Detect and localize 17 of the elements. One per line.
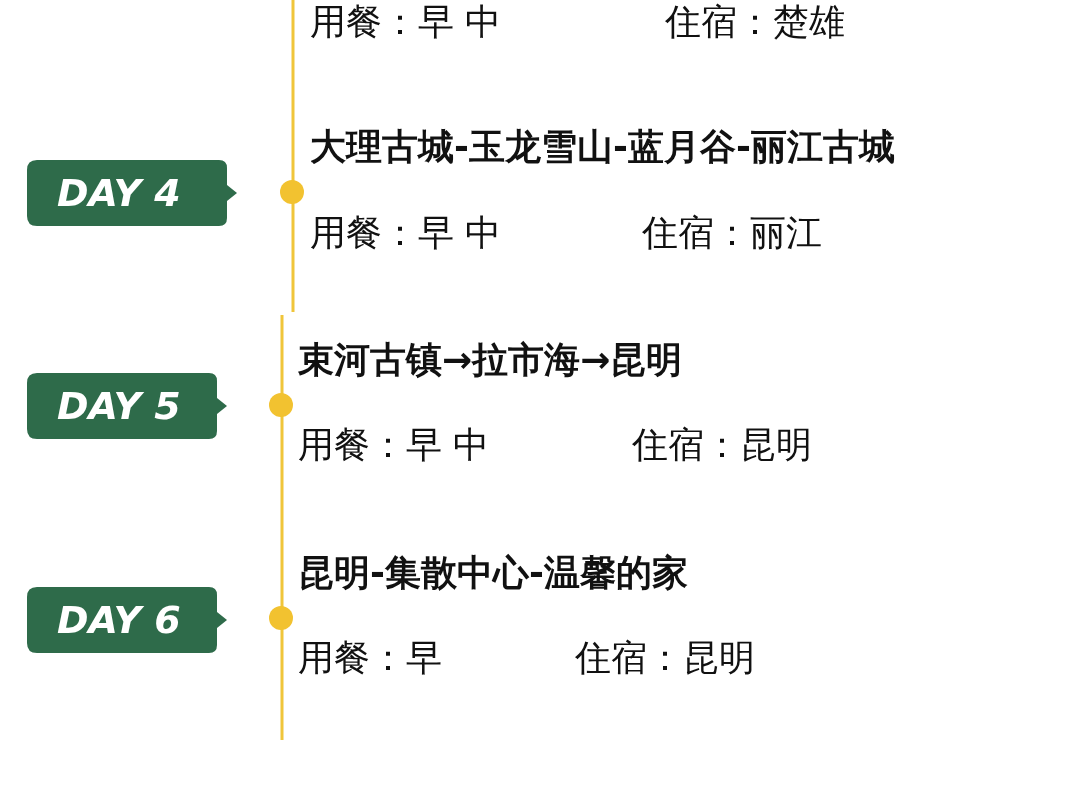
itinerary-note: 住宿：昆明	[632, 423, 812, 467]
day-label: DAY 5	[57, 383, 181, 429]
itinerary-note: 住宿：丽江	[642, 211, 822, 255]
day-tag	[27, 587, 227, 653]
itinerary-note: 住宿：昆明	[575, 636, 755, 680]
itinerary-note: 用餐：早 中	[310, 0, 502, 44]
route-title: 束河古镇→拉市海→昆明	[298, 338, 683, 382]
day-label: DAY 4	[57, 170, 181, 216]
itinerary-note: 用餐：早	[298, 636, 442, 680]
day-label: DAY 6	[57, 597, 181, 643]
day-tag	[27, 373, 227, 439]
itinerary-note: 住宿：楚雄	[665, 0, 845, 44]
route-title: 大理古城-玉龙雪山-蓝月谷-丽江古城	[310, 125, 895, 169]
itinerary-note: 用餐：早 中	[298, 423, 490, 467]
itinerary-note: 用餐：早 中	[310, 211, 502, 255]
route-title: 昆明-集散中心-温馨的家	[298, 551, 688, 595]
day-tag	[27, 160, 237, 226]
